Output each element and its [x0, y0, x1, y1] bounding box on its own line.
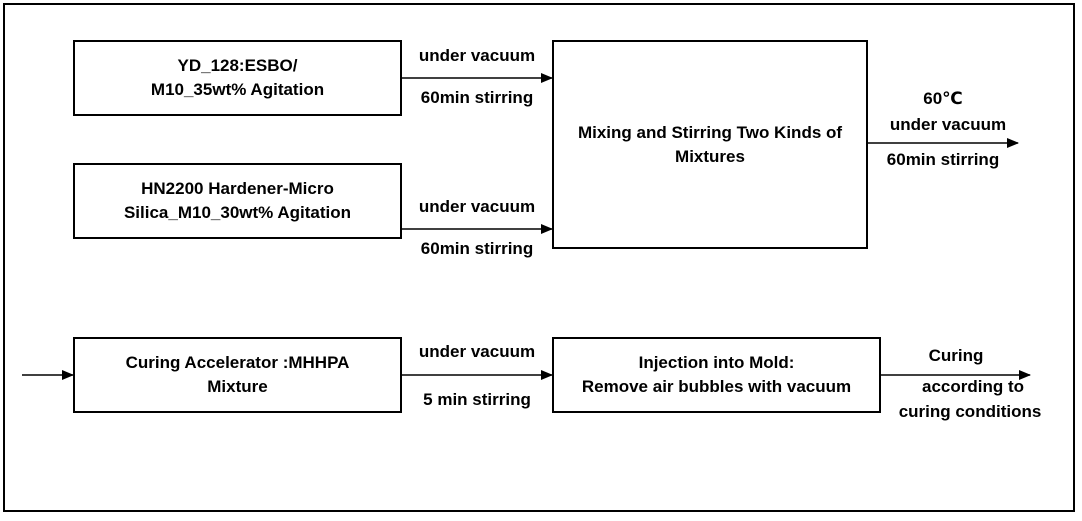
box-text-line: YD_128:ESBO/ — [177, 56, 298, 75]
label-out-under-vacuum: under vacuum — [889, 115, 1007, 134]
box-text-line: Injection into Mold: — [638, 353, 795, 372]
box-text-line: Curing Accelerator :MHHPA — [125, 353, 350, 372]
box-text-line: Silica_M10_30wt% Agitation — [123, 203, 352, 222]
diagram-frame — [3, 3, 1075, 512]
box-text-line: M10_35wt% Agitation — [150, 80, 325, 99]
label-out-temperature: 60℃ — [923, 89, 963, 108]
box-text-line: HN2200 Hardener-Micro — [141, 179, 334, 198]
label-b-stirring: 60min stirring — [420, 239, 534, 258]
box-text-line: Remove air bubbles with vacuum — [581, 377, 852, 396]
label-curing-conditions: curing conditions — [898, 402, 1042, 421]
box-hn2200-agitation: HN2200 Hardener-Micro Silica_M10_30wt% A… — [73, 163, 402, 239]
label-curing-according: according to — [921, 377, 1024, 396]
box-mixing-two-mixtures: Mixing and Stirring Two Kinds of Mixture… — [552, 40, 868, 249]
label-curing: Curing — [928, 346, 984, 365]
label-b-under-vacuum: under vacuum — [418, 197, 536, 216]
label-out-stirring: 60min stirring — [886, 150, 1000, 169]
box-curing-accelerator: Curing Accelerator :MHHPA Mixture — [73, 337, 402, 413]
box-injection-mold: Injection into Mold: Remove air bubbles … — [552, 337, 881, 413]
box-ydesbo-agitation: YD_128:ESBO/ M10_35wt% Agitation — [73, 40, 402, 116]
box-text-line: Mixture — [207, 377, 268, 396]
box-text-line: Mixing and Stirring Two Kinds of — [577, 122, 843, 142]
label-a-stirring: 60min stirring — [420, 88, 534, 107]
label-a-under-vacuum: under vacuum — [418, 46, 536, 65]
label-acc-under-vacuum: under vacuum — [418, 342, 536, 361]
box-text-line: Mixtures — [675, 146, 745, 166]
label-acc-stirring: 5 min stirring — [423, 390, 531, 409]
